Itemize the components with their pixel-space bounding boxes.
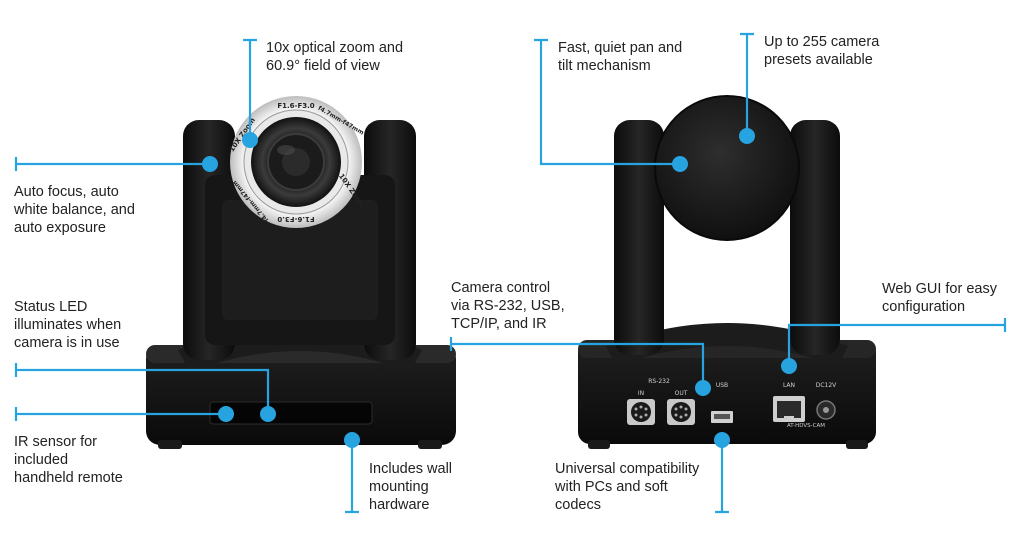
leader-camera-control xyxy=(449,337,705,388)
dot-pan-tilt xyxy=(672,156,688,172)
callout-web-gui: Web GUI for easy configuration xyxy=(882,281,997,315)
rear-right-arm xyxy=(790,120,840,355)
rear-label-rs232: RS-232 xyxy=(648,378,670,385)
front-camera: F1.6-F3.0 f4.7mm-f47mm 10X Zoom 10X Zoom… xyxy=(146,96,456,449)
front-lens: F1.6-F3.0 f4.7mm-f47mm 10X Zoom 10X Zoom… xyxy=(228,96,366,228)
dot-status-led xyxy=(260,406,276,422)
lens-marking-bottom: F1.6-F3.0 xyxy=(277,215,314,223)
rs232-out-port xyxy=(667,399,695,425)
callout-zoom: 10x optical zoom and 60.9° field of view xyxy=(266,40,404,74)
dc-power-jack xyxy=(816,400,836,420)
callout-ir-sensor: IR sensor for included handheld remote xyxy=(14,434,123,486)
leader-ir-sensor xyxy=(14,407,226,421)
dot-presets xyxy=(739,128,755,144)
rs232-in-port xyxy=(627,399,655,425)
leader-compatibility xyxy=(715,440,729,514)
callout-wall-mount: Includes wall mounting hardware xyxy=(369,461,453,513)
usb-port xyxy=(711,411,733,423)
leader-autofocus xyxy=(14,157,210,171)
dot-ir-sensor xyxy=(218,406,234,422)
dot-wall-mount xyxy=(344,432,360,448)
leader-wall-mount xyxy=(345,440,359,514)
callout-pan-tilt: Fast, quiet pan and tilt mechanism xyxy=(558,40,683,74)
leader-presets xyxy=(740,32,754,136)
callout-presets: Up to 255 camera presets available xyxy=(764,34,880,68)
rear-label-dc: DC12V xyxy=(816,382,837,389)
dot-camera-control xyxy=(695,380,711,396)
front-ir-window xyxy=(209,401,373,425)
leader-status-led xyxy=(14,363,270,414)
rear-io-panel: RS-232 IN OUT USB LAN DC12V AT-HDVS-CAM xyxy=(627,378,837,429)
dot-web-gui xyxy=(781,358,797,374)
rear-left-arm xyxy=(614,120,664,355)
rear-label-in: IN xyxy=(638,390,644,397)
callout-camera-control: Camera control via RS-232, USB, TCP/IP, … xyxy=(451,280,565,332)
lan-port xyxy=(773,396,805,422)
leader-web-gui xyxy=(787,318,1007,366)
dot-autofocus xyxy=(202,156,218,172)
rear-camera: RS-232 IN OUT USB LAN DC12V AT-HDVS-CAM xyxy=(578,95,876,449)
rear-label-model: AT-HDVS-CAM xyxy=(787,423,825,429)
rear-label-out: OUT xyxy=(675,390,688,397)
dot-zoom xyxy=(242,132,258,148)
rear-label-lan: LAN xyxy=(783,382,795,389)
lens-marking-top: F1.6-F3.0 xyxy=(277,102,314,110)
callout-compatibility: Universal compatibility with PCs and sof… xyxy=(555,461,700,513)
dot-compatibility xyxy=(714,432,730,448)
callout-status-led: Status LED illuminates when camera is in… xyxy=(14,299,122,351)
rear-back-cap xyxy=(654,95,800,241)
leader-zoom xyxy=(243,38,257,140)
rear-label-usb: USB xyxy=(716,382,728,389)
leader-pan-tilt xyxy=(534,38,680,166)
callout-lines xyxy=(14,32,1007,514)
callout-autofocus: Auto focus, auto white balance, and auto… xyxy=(14,184,135,236)
